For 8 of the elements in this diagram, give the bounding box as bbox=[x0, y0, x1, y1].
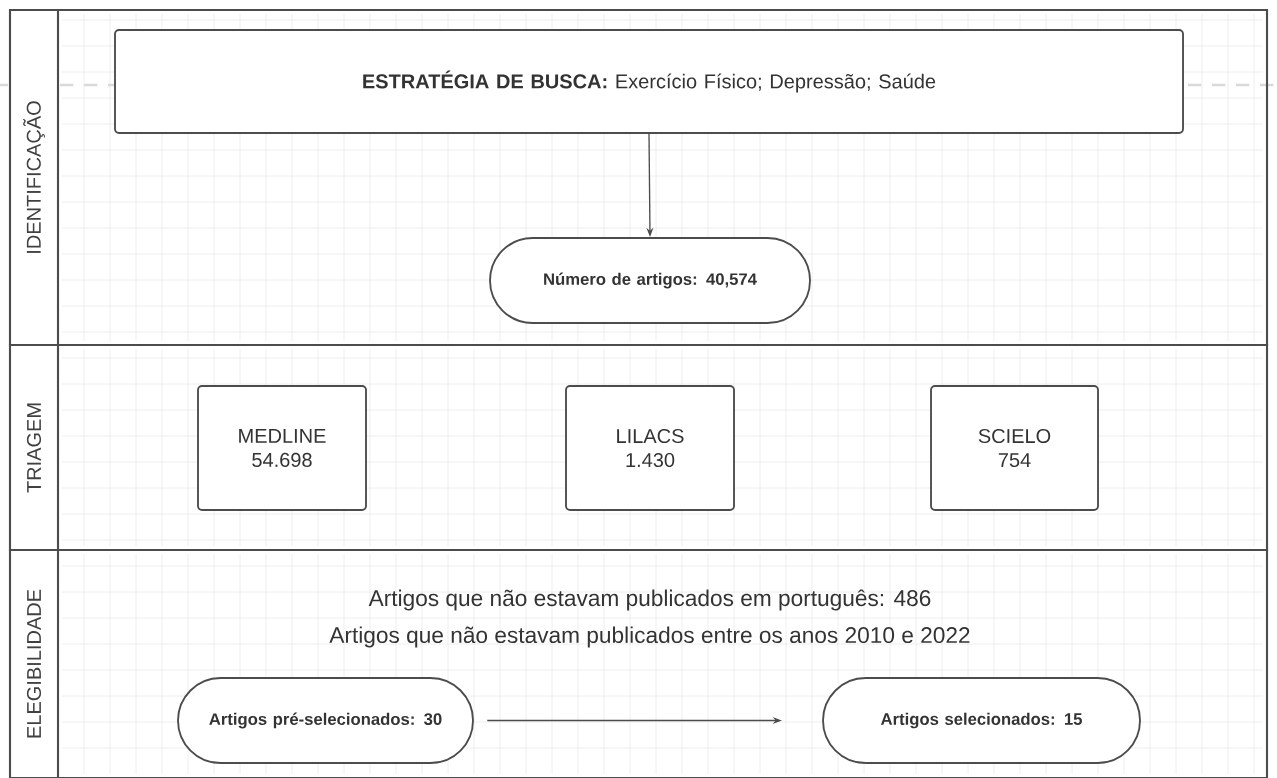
process-box: LILACS 1.430 bbox=[565, 385, 735, 511]
note-text: Artigos que não estavam publicados em português: 486 bbox=[368, 589, 931, 611]
node-label: Artigos selecionados: 15 bbox=[880, 712, 1082, 729]
process-box: ESTRATÉGIA DE BUSCA: Exercício Físico; Depressão; Saúde bbox=[114, 29, 1184, 134]
process-box: SCIELO 754 bbox=[930, 385, 1099, 511]
node-label: Artigos pré-selecionados: 30 bbox=[209, 712, 442, 729]
process-box: MEDLINE 54.698 bbox=[197, 385, 367, 511]
note-text: Artigos que não estavam publicados entre os anos 2010 e 2022 bbox=[329, 626, 970, 648]
